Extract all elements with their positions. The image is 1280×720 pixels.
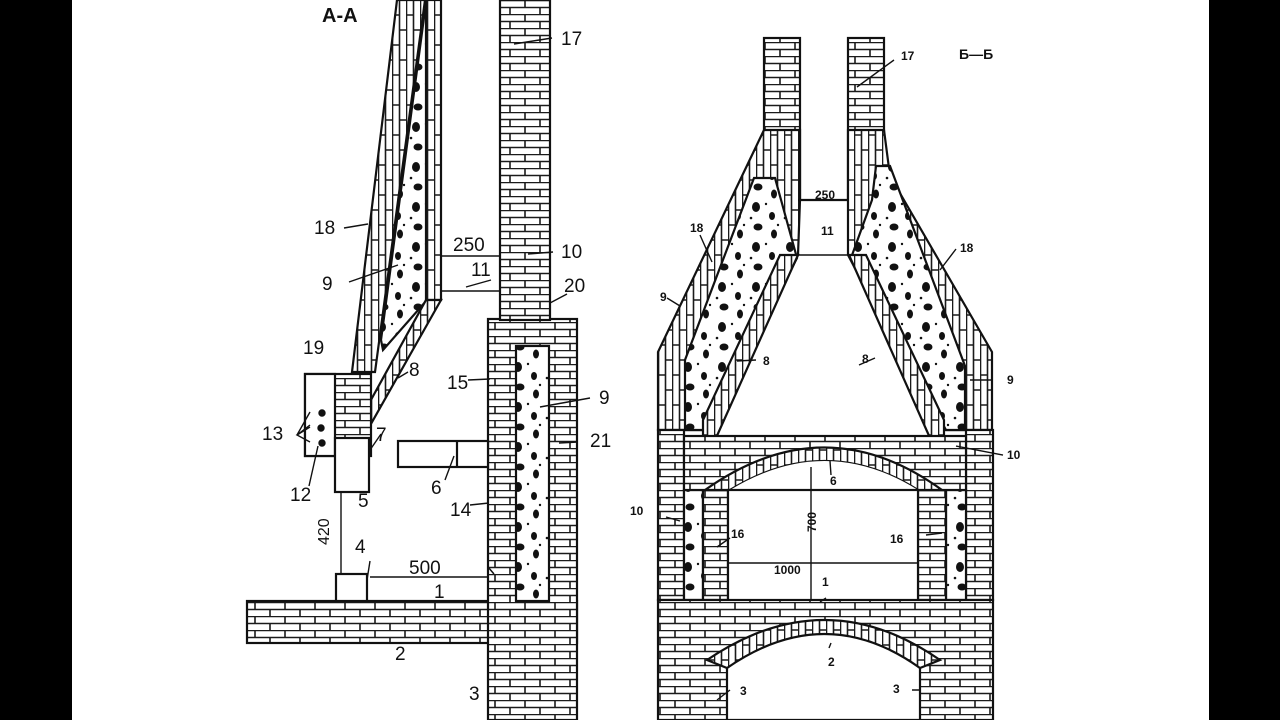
dim-420: 420 <box>316 518 333 545</box>
label-4: 4 <box>355 537 366 558</box>
label-21: 21 <box>590 431 612 452</box>
label-10: 10 <box>561 242 583 263</box>
label-11: 11 <box>471 260 491 281</box>
left-lower-fill <box>682 488 705 602</box>
section-bb-geometry <box>656 36 995 720</box>
label-18b: 18 <box>960 241 974 255</box>
label-8: 8 <box>409 360 420 381</box>
drawing-sheet: А-А 17 18 9 250 10 11 20 19 8 15 9 13 7 … <box>72 0 1209 720</box>
dim-1000: 1000 <box>774 563 801 577</box>
label-9b: 9 <box>599 388 610 409</box>
right-hood-fill <box>849 164 967 432</box>
dim-250: 250 <box>453 235 485 256</box>
section-bb-title: Б—Б <box>959 46 994 62</box>
label-17: 17 <box>561 29 583 50</box>
dim-700: 700 <box>805 511 819 532</box>
inclined-outer-wall <box>350 0 427 374</box>
left-hood-lining <box>701 253 800 440</box>
flue-stack <box>498 0 552 322</box>
label-13: 13 <box>262 424 284 445</box>
label-1: 1 <box>434 582 445 603</box>
label-9: 9 <box>322 274 333 295</box>
label-2: 2 <box>828 655 835 669</box>
label-17: 17 <box>901 49 915 63</box>
label-8b: 8 <box>862 352 869 366</box>
right-hood-lining <box>847 253 946 440</box>
label-3: 3 <box>469 684 480 705</box>
label-20: 20 <box>564 276 586 297</box>
label-9a: 9 <box>660 290 667 304</box>
label-7: 7 <box>376 425 387 446</box>
label-14: 14 <box>450 500 472 521</box>
section-aa-leaders <box>295 37 591 581</box>
chamber-opening <box>726 488 920 603</box>
right-lower-fill <box>944 488 968 602</box>
label-12: 12 <box>290 485 312 506</box>
dim-500: 500 <box>409 558 441 579</box>
label-5: 5 <box>358 491 369 512</box>
right-side-wall <box>916 488 948 602</box>
label-16a: 16 <box>731 527 745 541</box>
section-aa-geometry <box>245 0 579 720</box>
label-16b: 16 <box>890 532 904 546</box>
rear-column-fill <box>514 344 551 603</box>
right-outer-wall <box>964 428 995 602</box>
label-18a: 18 <box>690 221 704 235</box>
label-11: 11 <box>821 224 834 238</box>
inner-sleeve <box>424 0 443 302</box>
furnace-sections-drawing <box>245 0 1004 720</box>
label-1: 1 <box>822 575 829 589</box>
door-frame <box>333 436 371 494</box>
label-2: 2 <box>395 644 406 665</box>
label-9b: 9 <box>1007 373 1014 387</box>
label-19: 19 <box>303 338 325 359</box>
label-8a: 8 <box>763 354 770 368</box>
hearth-post <box>334 572 369 603</box>
label-3b: 3 <box>893 682 900 696</box>
label-15: 15 <box>447 373 469 394</box>
label-10a: 10 <box>1007 448 1021 462</box>
left-side-wall <box>701 488 730 602</box>
section-aa-title: А-А <box>322 5 358 27</box>
label-18: 18 <box>314 218 336 239</box>
lower-arch-voussoirs <box>704 619 943 670</box>
shelf <box>396 439 490 469</box>
label-3a: 3 <box>740 684 747 698</box>
label-10b: 10 <box>630 504 644 518</box>
dim-250: 250 <box>815 188 836 202</box>
left-outer-wall <box>656 428 686 602</box>
label-6: 6 <box>830 474 837 488</box>
label-6: 6 <box>431 478 442 499</box>
section-bb-leaders <box>665 59 1004 701</box>
